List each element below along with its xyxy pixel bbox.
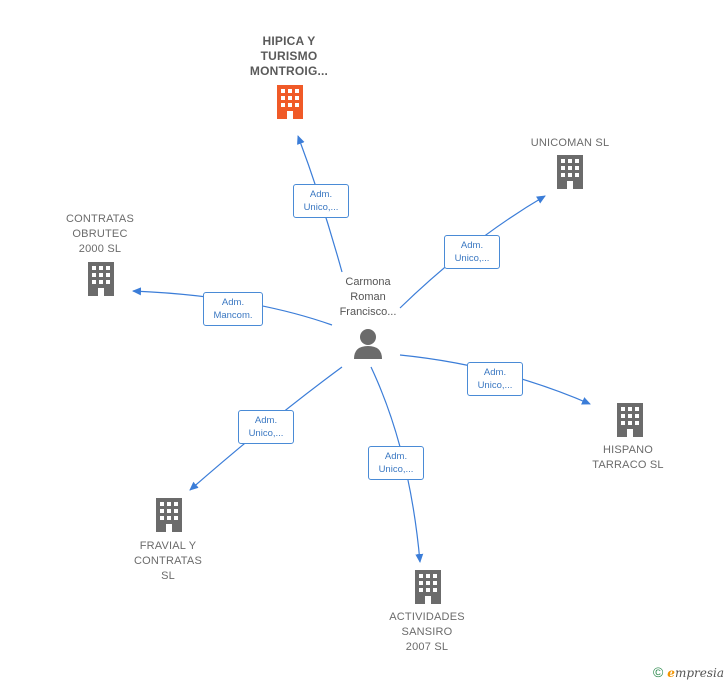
company-label-hipica[interactable]: HIPICA Y TURISMO MONTROIG... (249, 34, 329, 78)
company-label-fravial[interactable]: FRAVIAL Y CONTRATAS SL (133, 540, 202, 582)
building-icon[interactable] (415, 570, 441, 604)
edge-label-contratas[interactable]: Adm. Mancom. (203, 292, 263, 326)
edge-label-actividades[interactable]: Adm. Unico,... (368, 446, 424, 480)
person-icon[interactable] (354, 329, 382, 359)
building-icon[interactable] (557, 155, 583, 189)
edge-label-hispano[interactable]: Adm. Unico,... (467, 362, 523, 396)
edge-label-hipica[interactable]: Adm. Unico,... (293, 184, 349, 218)
person-name[interactable]: Carmona Roman Francisco... (339, 276, 397, 318)
company-label-unicoman[interactable]: UNICOMAN SL (530, 137, 610, 149)
company-label-contratas[interactable]: CONTRATAS OBRUTEC 2000 SL (65, 213, 134, 255)
edge-label-unicoman[interactable]: Adm. Unico,... (444, 235, 500, 269)
brand-logo-text: mpresia (674, 666, 724, 680)
edge-label-fravial[interactable]: Adm. Unico,... (238, 410, 294, 444)
copyright-icon: © (652, 664, 664, 680)
company-label-hispano[interactable]: HISPANO TARRACO SL (592, 444, 664, 471)
building-icon[interactable] (277, 85, 303, 119)
copyright-brand: ©empresia (653, 664, 724, 680)
building-icon[interactable] (88, 262, 114, 296)
building-icon[interactable] (156, 498, 182, 532)
company-label-actividades[interactable]: ACTIVIDADES SANSIRO 2007 SL (389, 611, 465, 653)
building-icon[interactable] (617, 403, 643, 437)
brand-logo-initial: e (667, 666, 675, 680)
